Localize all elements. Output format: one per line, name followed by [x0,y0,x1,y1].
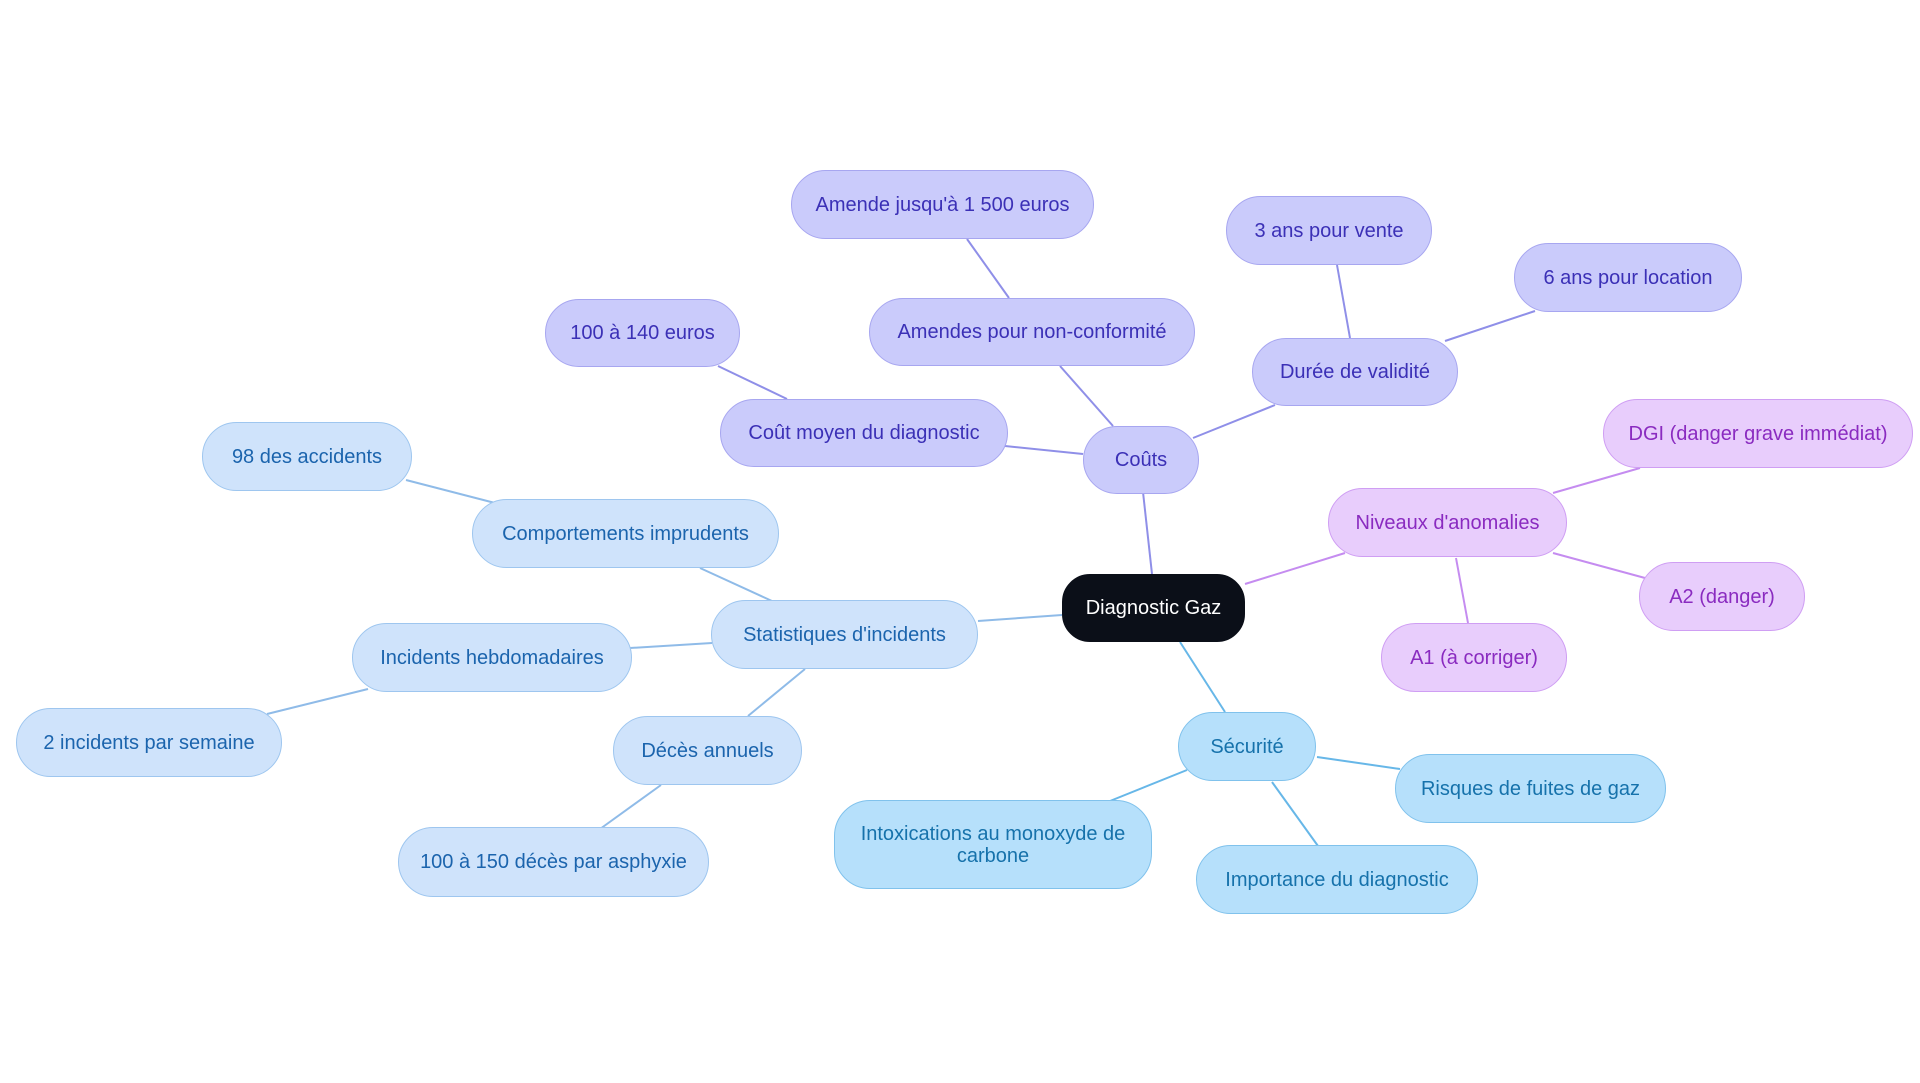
edge-securite-intox [1109,769,1188,802]
edge-niveaux-a1 [1455,557,1469,624]
node-importance-diagnostic[interactable]: Importance du diagnostic [1196,845,1478,914]
node-cout-moyen[interactable]: Coût moyen du diagnostic [720,399,1008,467]
node-amende-max[interactable]: Amende jusqu'à 1 500 euros [791,170,1094,239]
edge-stats-comportements [699,567,773,602]
edge-niveaux-dgi [1552,467,1641,494]
node-incidents-hebdomadaires[interactable]: Incidents hebdomadaires [352,623,632,692]
node-couts[interactable]: Coûts [1083,426,1199,494]
edge-center-niveaux [1244,552,1346,585]
node-deces-annuels[interactable]: Décès annuels [613,716,802,785]
node-duree-validite[interactable]: Durée de validité [1252,338,1458,406]
node-fuites-gaz[interactable]: Risques de fuites de gaz [1395,754,1666,823]
edge-couts-amendes [1059,365,1114,427]
edge-comportements-accidents [405,479,496,504]
edge-stats-deces [747,668,806,717]
edge-duree-vente [1336,264,1351,339]
node-par-semaine[interactable]: 2 incidents par semaine [16,708,282,777]
node-accidents[interactable]: 98 des accidents [202,422,412,491]
edge-coutmoyen-prix [717,365,788,400]
edge-stats-hebdo [629,642,713,649]
edge-securite-fuites [1316,756,1401,770]
node-comportements-imprudents[interactable]: Comportements imprudents [472,499,779,568]
node-intoxications[interactable]: Intoxications au monoxyde de carbone [834,800,1152,889]
edge-center-stats [977,614,1063,622]
edge-niveaux-a2 [1552,552,1646,579]
node-vente[interactable]: 3 ans pour vente [1226,196,1432,265]
node-asphyxie[interactable]: 100 à 150 décès par asphyxie [398,827,709,897]
edge-couts-duree [1192,404,1276,439]
node-location[interactable]: 6 ans pour location [1514,243,1742,312]
edge-couts-coutmoyen [1004,445,1084,455]
edge-duree-location [1444,310,1536,342]
edge-securite-importance [1271,781,1319,847]
edge-hebdo-parsemaine [266,688,369,715]
node-securite[interactable]: Sécurité [1178,712,1316,781]
edge-amendes-amendemax [966,238,1010,299]
node-dgi[interactable]: DGI (danger grave immédiat) [1603,399,1913,468]
node-a1[interactable]: A1 (à corriger) [1381,623,1567,692]
edge-center-securite [1179,641,1226,713]
edge-center-couts [1142,491,1153,575]
node-amendes[interactable]: Amendes pour non-conformité [869,298,1195,366]
edge-deces-asphyxie [599,784,662,830]
node-diagnostic-gaz[interactable]: Diagnostic Gaz [1062,574,1245,642]
node-statistiques-incidents[interactable]: Statistiques d'incidents [711,600,978,669]
node-niveaux-anomalies[interactable]: Niveaux d'anomalies [1328,488,1567,557]
node-prix-diagnostic[interactable]: 100 à 140 euros [545,299,740,367]
node-a2[interactable]: A2 (danger) [1639,562,1805,631]
